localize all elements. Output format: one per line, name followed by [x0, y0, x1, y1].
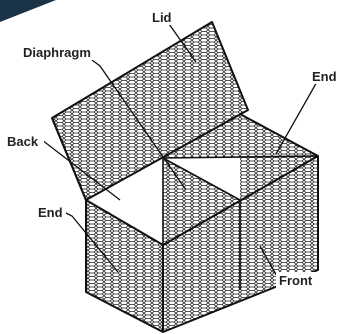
corner-triangle — [0, 0, 56, 22]
label-front: Front — [279, 273, 313, 288]
label-end-left: End — [38, 205, 63, 220]
label-lid: Lid — [152, 10, 172, 25]
end-right-leader — [276, 80, 318, 154]
label-end-right: End — [312, 69, 337, 84]
label-diaphragm: Diaphragm — [23, 45, 91, 60]
label-back: Back — [7, 134, 39, 149]
